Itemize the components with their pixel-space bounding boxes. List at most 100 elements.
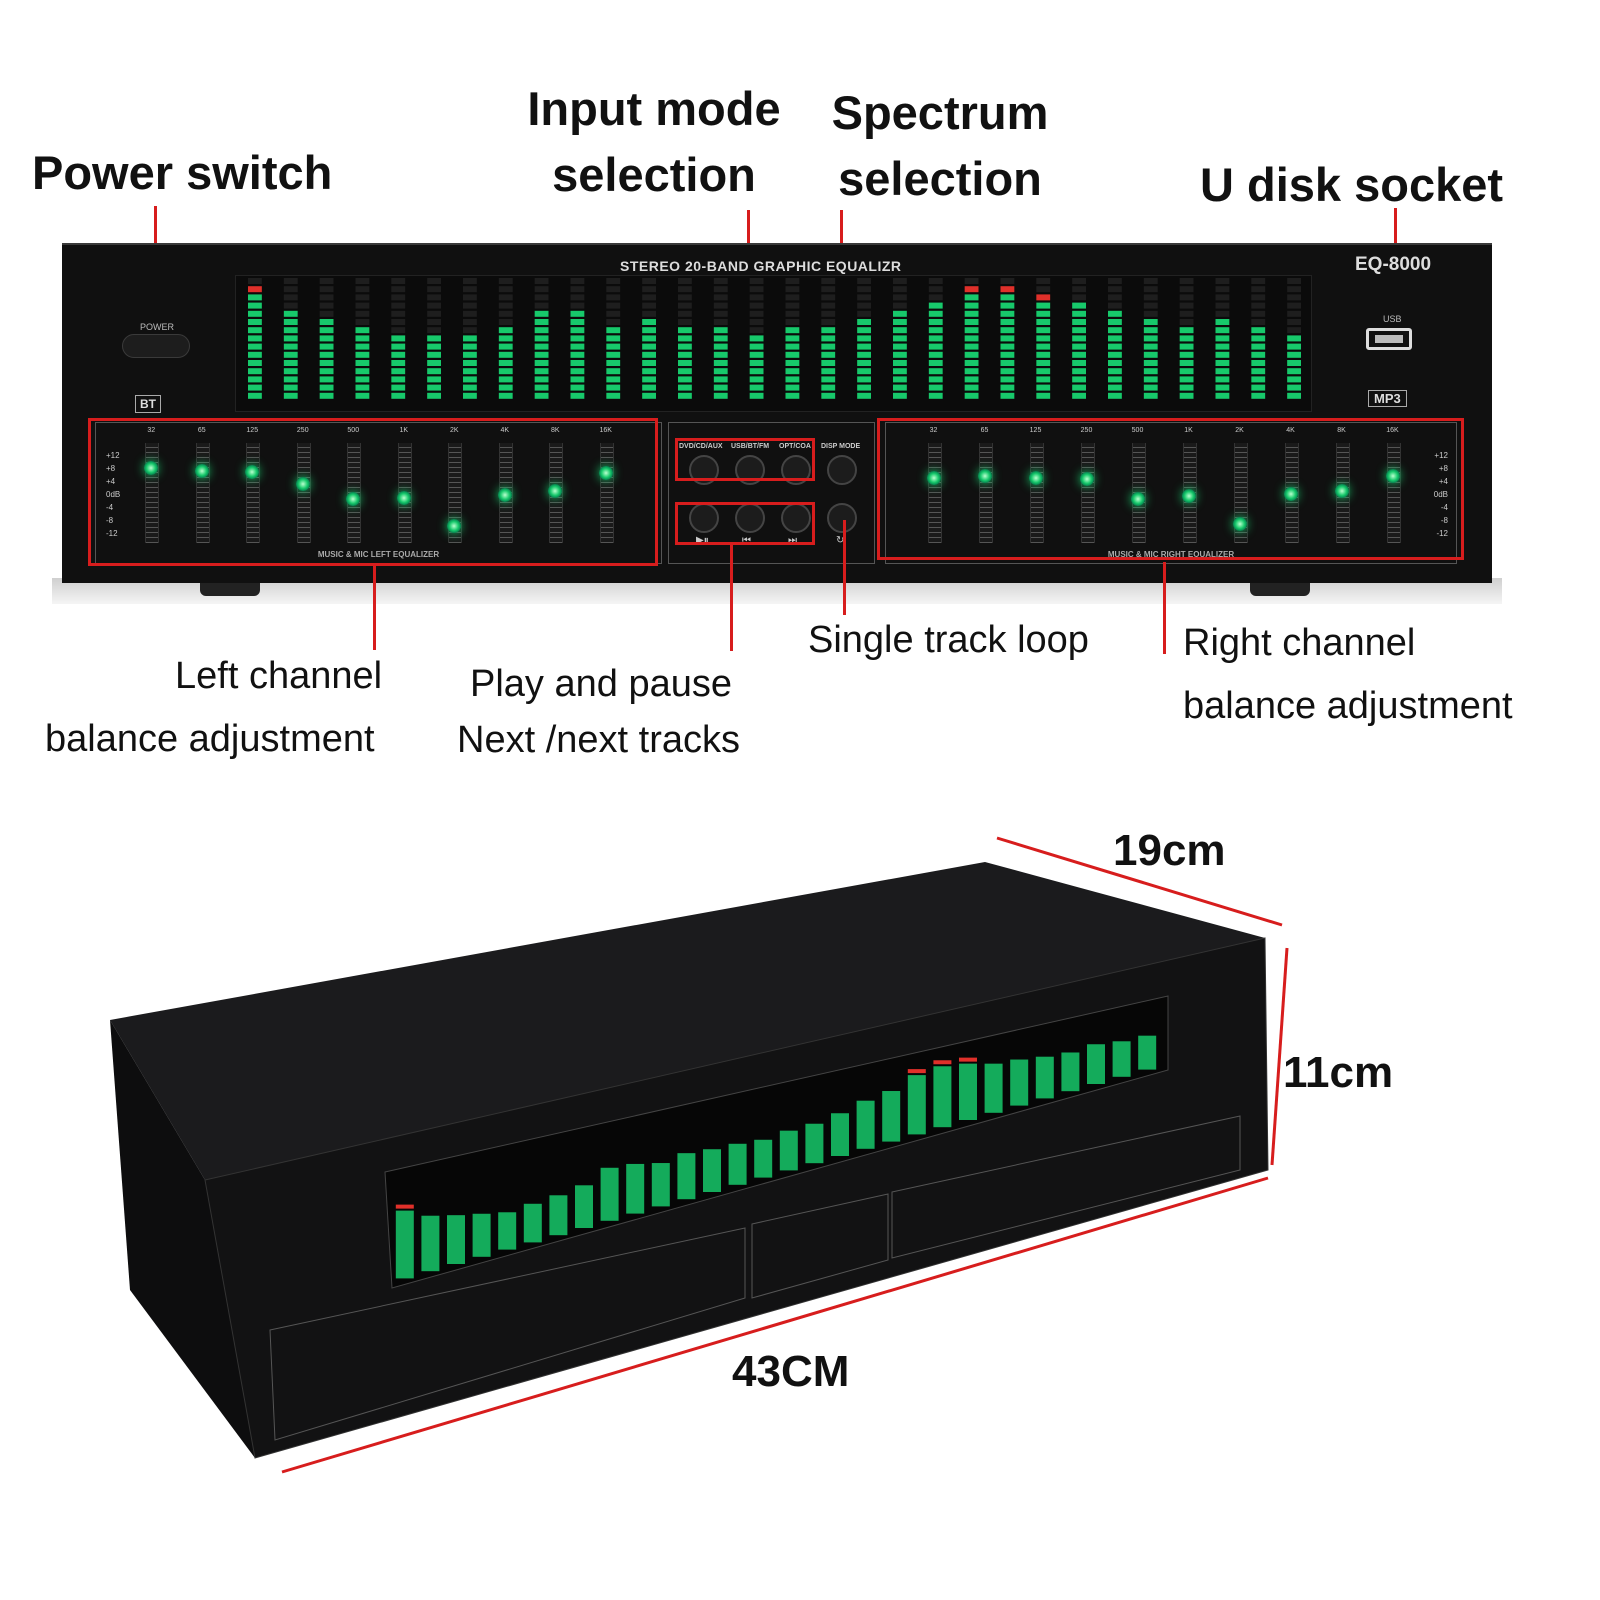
frequency-label: 1K — [1184, 427, 1193, 434]
spectrum-segment — [1072, 360, 1086, 366]
spectrum-segment — [928, 384, 943, 391]
db-scale-label: -8 — [106, 516, 114, 525]
spectrum-segment — [1108, 392, 1122, 399]
spectrum-segment — [283, 294, 298, 301]
eq-slider-knob[interactable] — [346, 491, 361, 506]
leader-loop — [843, 520, 846, 615]
loop-button[interactable] — [827, 503, 857, 533]
spectrum-segment — [1287, 286, 1301, 293]
eq-slider-knob[interactable] — [548, 484, 563, 499]
eq-slider-knob[interactable] — [598, 466, 613, 480]
disp-mode-button[interactable] — [827, 455, 857, 485]
spectrum-segment — [678, 335, 692, 342]
spectrum-segment — [1072, 368, 1086, 375]
spectrum-segment — [964, 278, 979, 284]
spectrum-segment — [283, 335, 298, 342]
spectrum-segment — [1144, 275, 1158, 276]
eq-slider-knob[interactable] — [1181, 489, 1196, 503]
eq-slider-knob[interactable] — [194, 464, 209, 479]
spectrum-segment — [463, 392, 477, 399]
play-pause-button[interactable] — [689, 503, 719, 533]
spectrum-segment — [355, 335, 370, 342]
spectrum-bar — [319, 278, 334, 399]
power-button[interactable] — [122, 334, 190, 358]
spectrum-segment — [857, 335, 871, 342]
play-pause-icon: ▶⏸ — [696, 535, 709, 546]
spectrum-segment — [1072, 294, 1086, 301]
spectrum-segment — [391, 343, 406, 350]
eq-slider-knob[interactable] — [396, 490, 411, 505]
spectrum-segment — [248, 384, 262, 391]
eq-slider-knob[interactable] — [245, 465, 260, 480]
spectrum-segment — [642, 392, 656, 399]
spectrum-segment — [1036, 376, 1051, 383]
spectrum-segment — [570, 351, 585, 358]
eq-slider-knob[interactable] — [1283, 487, 1298, 502]
spectrum-segment — [427, 368, 441, 375]
spectrum-segment — [785, 384, 800, 391]
spectrum-segment — [678, 327, 692, 334]
spectrum-segment — [1072, 384, 1086, 391]
spectrum-segment — [785, 351, 800, 358]
eq-slider-knob[interactable] — [1334, 484, 1349, 499]
spectrum-segment — [1036, 319, 1051, 325]
spectrum-segment — [1036, 392, 1051, 399]
persp-spectrum-bar — [1138, 1035, 1157, 1070]
eq-slider-knob[interactable] — [926, 470, 941, 485]
usb-socket[interactable] — [1366, 328, 1412, 350]
db-scale-label: +8 — [106, 464, 116, 473]
eq-slider-knob[interactable] — [1028, 470, 1043, 485]
spectrum-segment — [1215, 278, 1230, 284]
spectrum-segment — [427, 384, 441, 391]
spectrum-segment — [498, 343, 513, 350]
spectrum-segment — [893, 319, 907, 325]
spectrum-segment — [713, 294, 728, 301]
spectrum-segment — [534, 335, 549, 342]
eq-slider-knob[interactable] — [144, 461, 159, 476]
eq-slider-knob[interactable] — [1385, 468, 1400, 483]
eq-slider-knob[interactable] — [1079, 471, 1094, 486]
persp-controls — [751, 1193, 889, 1299]
spectrum-segment — [463, 376, 477, 383]
spectrum-segment — [534, 302, 549, 309]
spectrum-segment — [821, 302, 836, 309]
spectrum-segment — [678, 275, 692, 276]
spectrum-segment — [1036, 343, 1051, 350]
spectrum-segment — [534, 294, 549, 301]
dimension-depth: 19cm — [1113, 826, 1226, 875]
spectrum-segment — [283, 302, 298, 309]
spectrum-segment — [319, 294, 334, 301]
spectrum-segment — [857, 275, 871, 276]
eq-slider-track — [978, 443, 993, 543]
spectrum-segment — [283, 319, 298, 325]
spectrum-segment — [606, 384, 621, 391]
spectrum-segment — [1251, 278, 1266, 284]
spectrum-segment — [248, 310, 262, 317]
eq-slider-knob[interactable] — [447, 519, 462, 534]
label-usb-bt-fm: USB/BT/FM — [731, 443, 770, 450]
spectrum-segment — [463, 335, 477, 342]
spectrum-segment — [928, 278, 943, 284]
spectrum-segment — [678, 351, 692, 358]
spectrum-segment — [1251, 294, 1266, 301]
spectrum-segment — [606, 275, 620, 276]
spectrum-segment — [356, 275, 370, 276]
eq-slider-knob[interactable] — [497, 488, 512, 503]
spectrum-segment — [498, 278, 513, 284]
spectrum-segment — [713, 368, 728, 375]
frequency-label: 4K — [500, 427, 510, 434]
control-cluster: DVD/CD/AUX USB/BT/FM OPT/COA DISP MODE ▶… — [668, 422, 875, 564]
spectrum-bar — [857, 275, 871, 399]
spectrum-segment — [498, 384, 513, 391]
frequency-label: 32 — [147, 427, 156, 434]
eq-slider-knob[interactable] — [977, 468, 992, 483]
spectrum-segment — [427, 351, 441, 358]
spectrum-segment — [427, 343, 441, 350]
eq-slider-knob[interactable] — [1232, 516, 1247, 531]
spectrum-segment — [1072, 376, 1086, 383]
spectrum-segment — [1143, 278, 1158, 284]
eq-slider-knob[interactable] — [1130, 491, 1145, 506]
spectrum-segment — [1108, 286, 1122, 293]
eq-slider-knob[interactable] — [295, 477, 310, 492]
frequency-label: 16K — [599, 427, 612, 434]
